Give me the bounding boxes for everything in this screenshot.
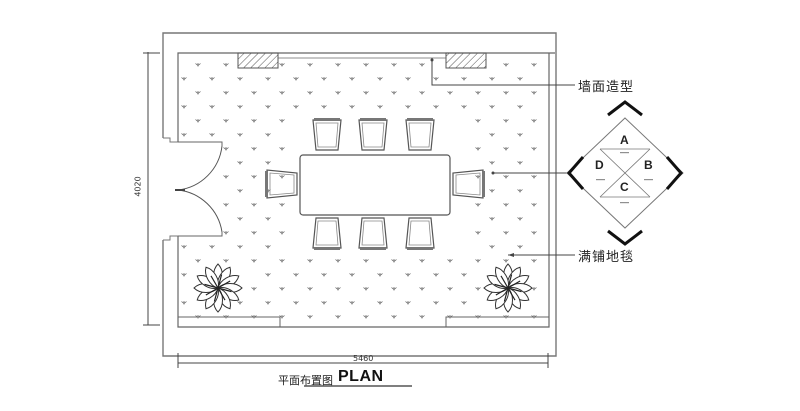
elevation-key-sub-b: — <box>644 174 653 184</box>
outer-wall <box>162 32 557 357</box>
dimension-label-width: 5460 <box>353 354 374 363</box>
drawing-title-cn: 平面布置图 <box>278 374 333 387</box>
chair <box>405 217 435 251</box>
chair <box>312 117 342 151</box>
leader-line-wall-feature <box>430 58 575 86</box>
dimension-line-height <box>143 52 160 326</box>
wall-feature-panel-left <box>237 52 279 69</box>
leader-line-elevation <box>491 171 568 175</box>
chair <box>452 169 486 199</box>
elevation-key-label-c: C <box>620 180 629 194</box>
inner-wall <box>177 52 555 328</box>
elevation-key-sub-d: — <box>596 174 605 184</box>
chair <box>312 217 342 251</box>
chair <box>264 169 298 199</box>
annotation-wall-feature: 墙面造型 <box>578 80 635 95</box>
chair <box>358 217 388 251</box>
chair <box>358 117 388 151</box>
double-door <box>175 145 223 233</box>
drawing-title-en: PLAN <box>338 368 384 385</box>
elevation-key-label-b: B <box>644 158 653 172</box>
dimension-label-height: 4020 <box>133 176 143 197</box>
wall-feature-panel-right <box>445 52 487 69</box>
leader-line-carpet <box>508 253 575 257</box>
elevation-key-sub-c: — <box>620 197 629 207</box>
chair <box>405 117 435 151</box>
conference-table <box>299 154 451 216</box>
plant-icon <box>483 263 533 313</box>
elevation-key-label-a: A <box>620 133 629 147</box>
elevation-key-label-d: D <box>595 158 604 172</box>
elevation-key-symbol <box>566 100 684 246</box>
elevation-key-sub-a: — <box>620 147 629 157</box>
dimension-line-width <box>177 353 549 368</box>
annotation-carpet: 满铺地毯 <box>578 250 635 265</box>
plant-icon <box>193 263 243 313</box>
